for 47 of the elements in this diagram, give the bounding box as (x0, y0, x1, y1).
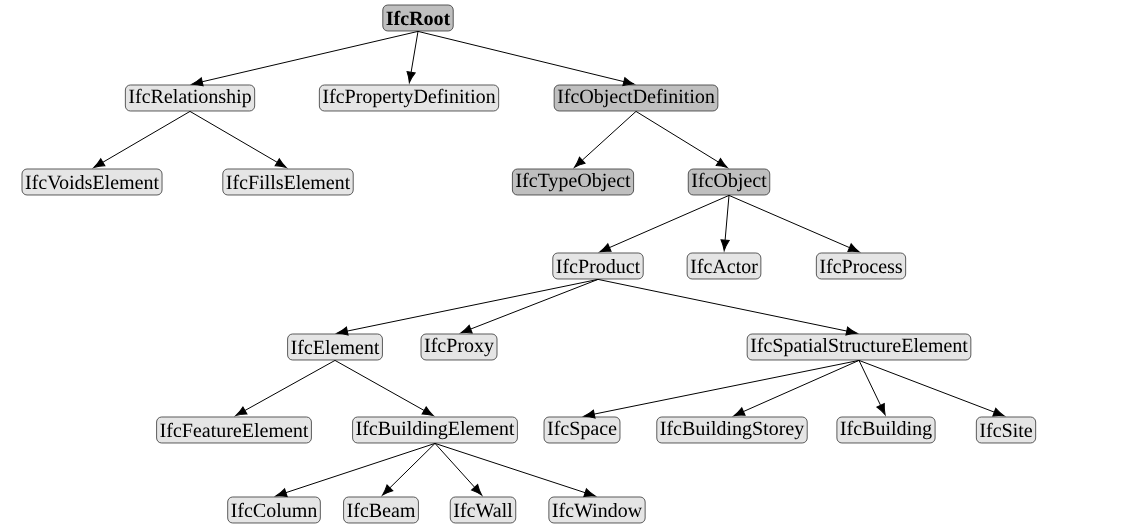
arrow (858, 359, 1005, 417)
class-box: IfcBeam (343, 496, 419, 524)
class-box: IfcBuildingStorey (656, 416, 808, 444)
arrow (583, 359, 860, 419)
arrow (434, 442, 483, 496)
class-box: IfcFillsElement (222, 168, 354, 196)
arrow (574, 110, 637, 168)
arrow (417, 30, 635, 87)
class-box: IfcRelationship (124, 84, 256, 112)
arrow (235, 359, 336, 417)
class-box: IfcWall (449, 496, 517, 524)
arrow (381, 442, 436, 496)
arrow (189, 110, 287, 169)
class-box: IfcBuildingElement (352, 416, 518, 444)
class-box: IfcSite (975, 416, 1037, 444)
arrow (336, 278, 599, 336)
class-box: IfcActor (686, 252, 762, 280)
arrow (434, 442, 596, 498)
class-box: IfcObjectDefinition (553, 84, 719, 112)
class-box: IfcElement (287, 333, 383, 361)
arrow (334, 359, 434, 417)
arrow (728, 194, 860, 253)
class-box: IfcObject (687, 168, 771, 196)
class-box: IfcFeatureElement (156, 416, 312, 444)
class-box: IfcRoot (382, 4, 454, 32)
arrow (720, 194, 730, 252)
class-box: IfcWindow (548, 496, 646, 524)
class-box: IfcColumn (227, 496, 321, 524)
arrow (191, 30, 419, 87)
arrow (858, 359, 886, 416)
class-box: IfcTypeObject (512, 168, 634, 196)
arrow (599, 194, 730, 253)
class-box: IfcBuilding (836, 416, 936, 444)
arrow (460, 278, 599, 334)
arrow (733, 359, 860, 417)
class-box: IfcPropertyDefinition (318, 84, 500, 112)
arrow (93, 110, 191, 169)
class-box: IfcProduct (552, 252, 644, 280)
arrow (635, 110, 728, 169)
class-box: IfcSpace (543, 416, 621, 444)
arrow (597, 278, 858, 336)
class-box: IfcVoidsElement (21, 168, 163, 196)
arrow (406, 30, 419, 84)
class-box: IfcSpatialStructureElement (746, 333, 972, 361)
class-box: IfcProcess (815, 252, 907, 280)
arrow (275, 442, 436, 498)
class-box: IfcProxy (420, 333, 498, 361)
